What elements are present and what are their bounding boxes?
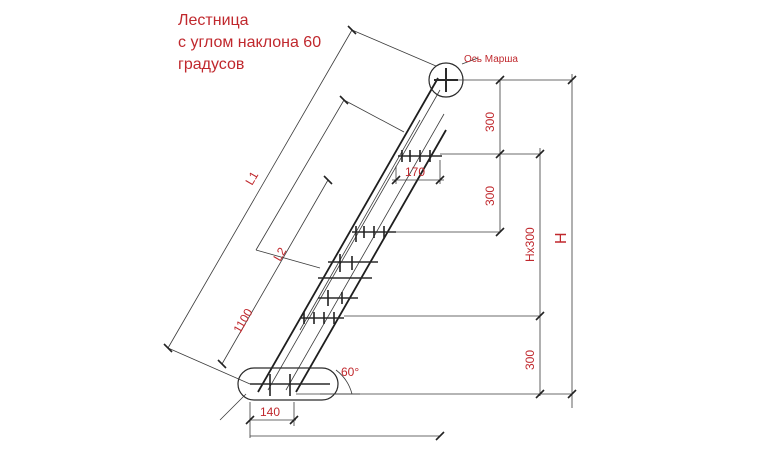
label-170: 170 [405,165,425,179]
label-300-bottom: 300 [523,350,537,370]
dim-140 [245,402,445,441]
label-hx300: Hx300 [523,227,537,262]
label-angle: 60° [341,365,359,379]
stringer [257,77,447,393]
dim-l1 [163,25,437,385]
label-300-top: 300 [483,112,497,132]
title-line-2: с углом наклона 60 [178,34,322,51]
label-300-mid: 300 [483,186,497,206]
vertical-dimensions [320,74,577,408]
label-140: 140 [260,405,280,419]
label-h: H [553,232,570,244]
label-axis: Ось Марша [464,54,518,65]
label-1100: 1100 [230,306,255,336]
label-l1: L1 [242,169,261,188]
dim-1100 [217,175,333,369]
title-line-3: градусов [178,56,245,73]
dim-170 [391,160,445,185]
dim-l2 [255,95,405,269]
step-4 [318,290,358,306]
step-2 [352,226,396,242]
step-1 [398,150,442,162]
step-5 [300,312,344,324]
label-l2: L2 [270,245,289,264]
diagram-title: Лестница с углом наклона 60 градусов [178,10,321,76]
step-3 [318,254,378,279]
top-axis-circle [428,57,479,98]
bottom-support [219,367,339,421]
title-line-1: Лестница [178,12,249,29]
